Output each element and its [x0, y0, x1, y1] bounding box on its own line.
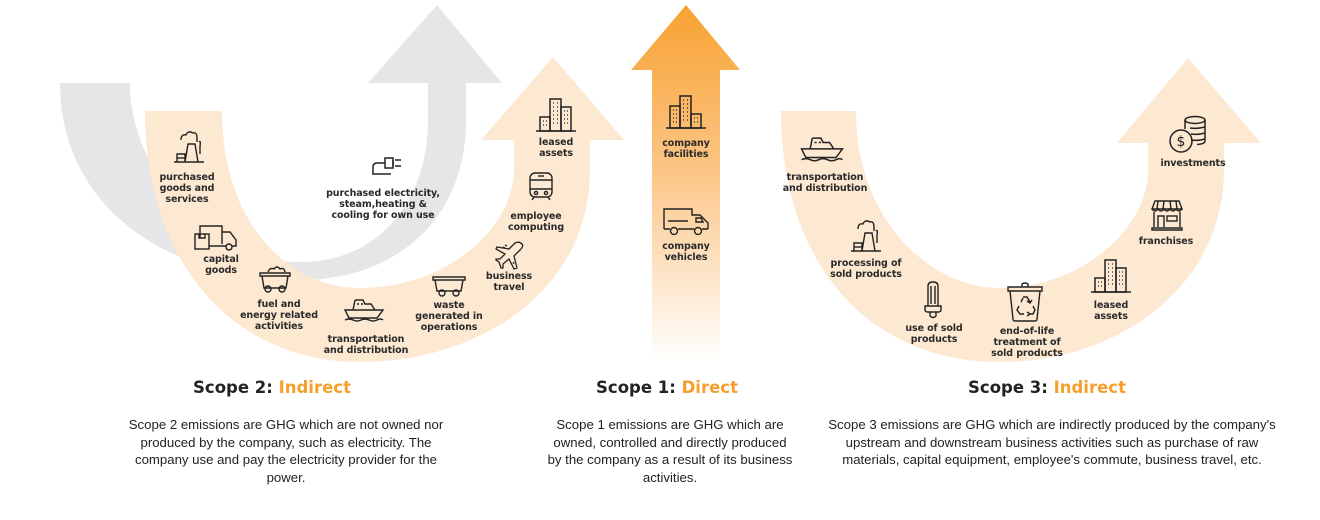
buildings-icon — [1090, 258, 1132, 294]
delivery-truck-icon — [194, 224, 240, 252]
item-label: purchased goods and services — [159, 172, 215, 205]
item-label: waste generated in operations — [415, 300, 483, 333]
storefront-icon — [1150, 199, 1184, 231]
scope2-description: Scope 2 emissions are GHG which are not … — [128, 417, 444, 485]
item-label: use of sold products — [905, 323, 963, 345]
item-label: employee computing — [507, 211, 565, 233]
item-label: investments — [1160, 158, 1226, 169]
item-label: transportation and distribution — [323, 334, 409, 356]
scope1-description: Scope 1 emissions are GHG which are owne… — [547, 417, 793, 485]
scope3-description: Scope 3 emissions are GHG which are indi… — [828, 417, 1276, 467]
recycle-bin-icon — [1005, 281, 1045, 323]
scope3-title-prefix: Scope 3: — [968, 378, 1054, 397]
scope1-orange-arrow — [631, 5, 740, 362]
scope3-title-accent: Indirect — [1053, 378, 1126, 397]
gray-item-label: purchased electricity, steam,heating & c… — [326, 188, 440, 221]
power-plug-icon — [371, 152, 407, 176]
light-bulb-icon — [922, 280, 944, 320]
scope1-title: Scope 1: Direct — [596, 378, 738, 397]
svg-text:$: $ — [1177, 134, 1186, 150]
buildings-icon — [535, 97, 577, 133]
scope1-title-accent: Direct — [681, 378, 738, 397]
item-label: end-of-life treatment of sold products — [991, 326, 1063, 359]
item-label: leased assets — [1093, 300, 1129, 322]
scope2-title: Scope 2: Indirect — [193, 378, 351, 397]
factory-icon — [171, 128, 207, 164]
train-icon — [528, 171, 554, 201]
scope2-peach-arrow — [145, 57, 624, 362]
scope2-gray-arrow — [60, 5, 502, 280]
ship-icon — [799, 136, 845, 164]
truck-icon — [662, 207, 710, 237]
scope2-title-prefix: Scope 2: — [193, 378, 279, 397]
scope3-title: Scope 3: Indirect — [968, 378, 1126, 397]
item-label: business travel — [485, 271, 533, 293]
scope3-peach-arrow — [781, 58, 1261, 362]
item-label: transportation and distribution — [782, 172, 868, 194]
scope1-title-prefix: Scope 1: — [596, 378, 682, 397]
ship-icon — [343, 298, 385, 324]
item-label: capital goods — [203, 254, 239, 276]
item-label: company facilities — [662, 138, 710, 160]
scope2-title-accent: Indirect — [278, 378, 351, 397]
mine-cart-icon — [258, 264, 292, 294]
coins-icon: $ — [1167, 115, 1207, 155]
item-label: processing of sold products — [830, 258, 902, 280]
buildings-icon — [665, 94, 707, 130]
airplane-icon — [495, 241, 525, 270]
item-label: fuel and energy related activities — [240, 299, 318, 332]
item-label: company vehicles — [662, 241, 710, 263]
factory-icon — [848, 217, 884, 253]
waste-cart-icon — [432, 275, 466, 299]
item-label: franchises — [1138, 236, 1194, 247]
item-label: leased assets — [538, 137, 574, 159]
